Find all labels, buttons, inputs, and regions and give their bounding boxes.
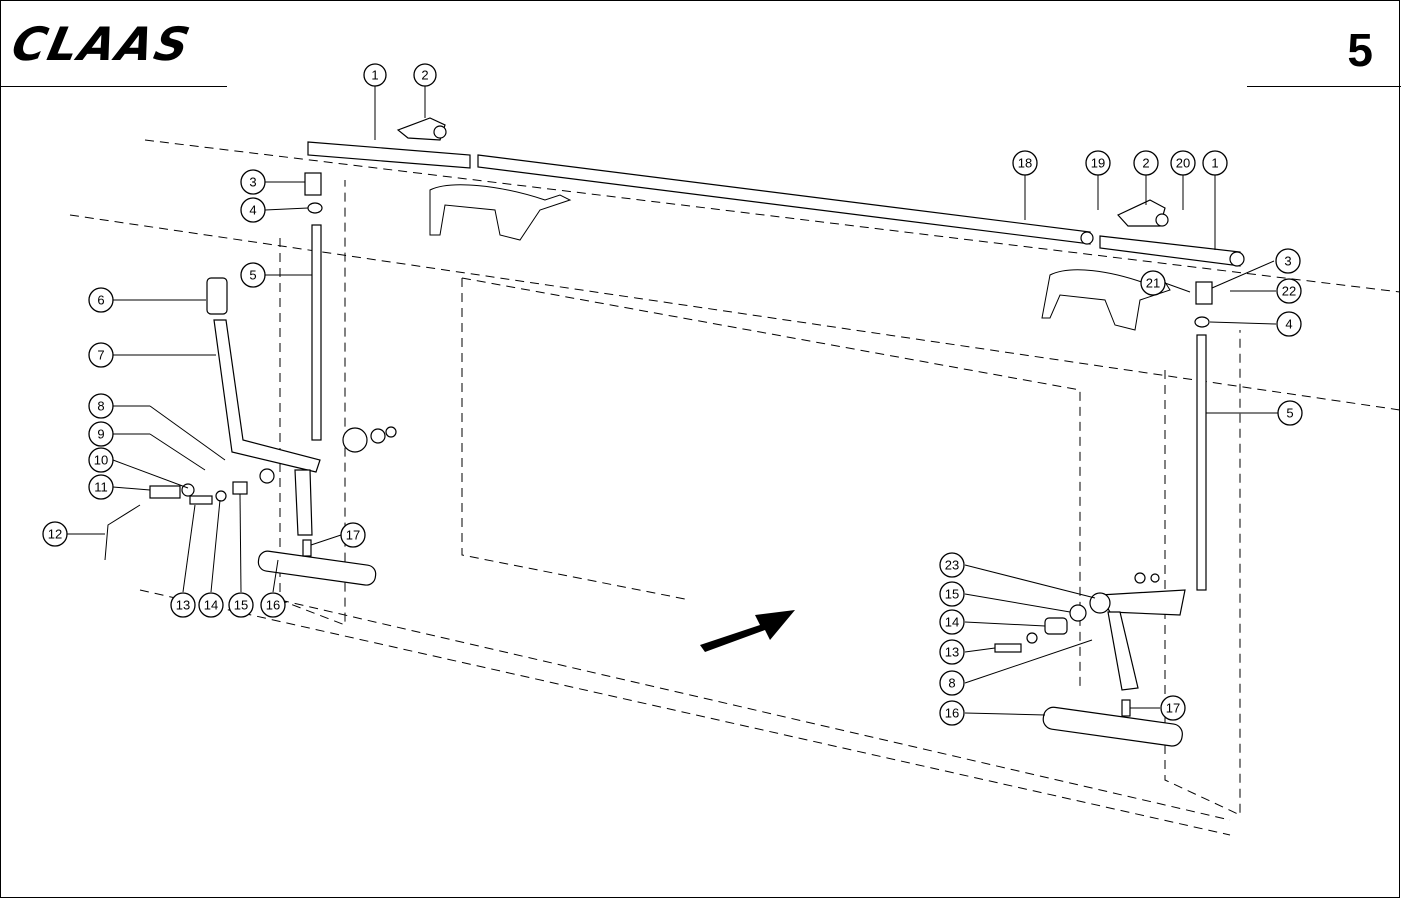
svg-text:4: 4 [1285, 317, 1292, 332]
bracket-parts [396, 117, 1169, 227]
callout-4-left: 4 [240, 197, 266, 223]
svg-text:5: 5 [249, 268, 256, 283]
svg-text:17: 17 [346, 528, 360, 543]
callout-11: 11 [88, 474, 114, 500]
vertical-rods [304, 172, 1213, 591]
callout-6: 6 [88, 287, 114, 313]
callout-15-left: 15 [228, 592, 254, 618]
svg-text:19: 19 [1091, 156, 1105, 171]
callout-13-left: 13 [170, 592, 196, 618]
svg-text:3: 3 [249, 175, 256, 190]
svg-text:13: 13 [176, 598, 190, 613]
callout-21: 21 [1140, 270, 1166, 296]
callout-5-right: 5 [1277, 400, 1303, 426]
svg-text:22: 22 [1282, 284, 1296, 299]
svg-text:14: 14 [945, 615, 959, 630]
callout-14-left: 14 [198, 592, 224, 618]
callout-1-left: 1 [363, 63, 387, 87]
callout-7: 7 [88, 342, 114, 368]
svg-text:16: 16 [945, 706, 959, 721]
page-number: 5 [1347, 24, 1373, 76]
callout-17-left: 17 [340, 522, 366, 548]
header-rule-right [1247, 86, 1401, 87]
perspective-guidelines [69, 139, 1400, 836]
callout-1-right: 1 [1202, 150, 1228, 176]
callout-15-right: 15 [939, 581, 965, 607]
svg-text:10: 10 [94, 453, 108, 468]
svg-text:23: 23 [945, 558, 959, 573]
svg-text:2: 2 [421, 68, 428, 83]
callout-8-left: 8 [88, 393, 114, 419]
callout-leaders [67, 86, 1278, 716]
svg-text:15: 15 [234, 598, 248, 613]
callout-13-right: 13 [939, 639, 965, 665]
svg-text:16: 16 [266, 598, 280, 613]
header-rule-left [1, 86, 227, 87]
svg-text:2: 2 [1142, 156, 1149, 171]
svg-text:11: 11 [94, 480, 108, 495]
svg-text:7: 7 [97, 348, 104, 363]
svg-text:17: 17 [1166, 701, 1180, 716]
direction-arrow-icon [700, 610, 795, 652]
callout-12: 12 [42, 521, 68, 547]
svg-text:8: 8 [97, 399, 104, 414]
cross-tube-assembly [307, 141, 1245, 267]
right-lever-assembly [994, 572, 1186, 747]
callout-2-right: 2 [1133, 150, 1159, 176]
svg-text:15: 15 [945, 587, 959, 602]
callout-18: 18 [1012, 150, 1038, 176]
callout-2-left: 2 [413, 63, 437, 87]
callout-16-right: 16 [939, 700, 965, 726]
callout-20: 20 [1170, 150, 1196, 176]
callout-10: 10 [88, 447, 114, 473]
svg-text:20: 20 [1176, 156, 1190, 171]
svg-text:6: 6 [97, 293, 104, 308]
svg-text:14: 14 [204, 598, 218, 613]
callout-8-right: 8 [939, 670, 965, 696]
callout-markers: 1 2 3 4 5 6 7 8 9 10 11 12 13 14 15 16 1… [42, 63, 1303, 726]
callout-19: 19 [1085, 150, 1111, 176]
callout-3-right: 3 [1275, 248, 1301, 274]
svg-text:21: 21 [1146, 276, 1160, 291]
svg-text:18: 18 [1018, 156, 1032, 171]
callout-5-left: 5 [240, 262, 266, 288]
callout-23: 23 [939, 552, 965, 578]
left-lever-assembly [104, 277, 397, 586]
svg-text:3: 3 [1284, 254, 1291, 269]
callout-17-right: 17 [1160, 695, 1186, 721]
callout-16-left: 16 [260, 592, 286, 618]
svg-text:1: 1 [1211, 156, 1218, 171]
svg-text:9: 9 [97, 427, 104, 442]
svg-text:4: 4 [249, 203, 256, 218]
callout-14-right: 14 [939, 609, 965, 635]
svg-text:5: 5 [1286, 406, 1293, 421]
svg-text:8: 8 [948, 676, 955, 691]
callout-3-left: 3 [240, 169, 266, 195]
svg-text:1: 1 [371, 68, 378, 83]
callout-9: 9 [88, 421, 114, 447]
callout-4-right: 4 [1276, 311, 1302, 337]
svg-text:12: 12 [48, 527, 62, 542]
svg-text:13: 13 [945, 645, 959, 660]
callout-22: 22 [1276, 278, 1302, 304]
